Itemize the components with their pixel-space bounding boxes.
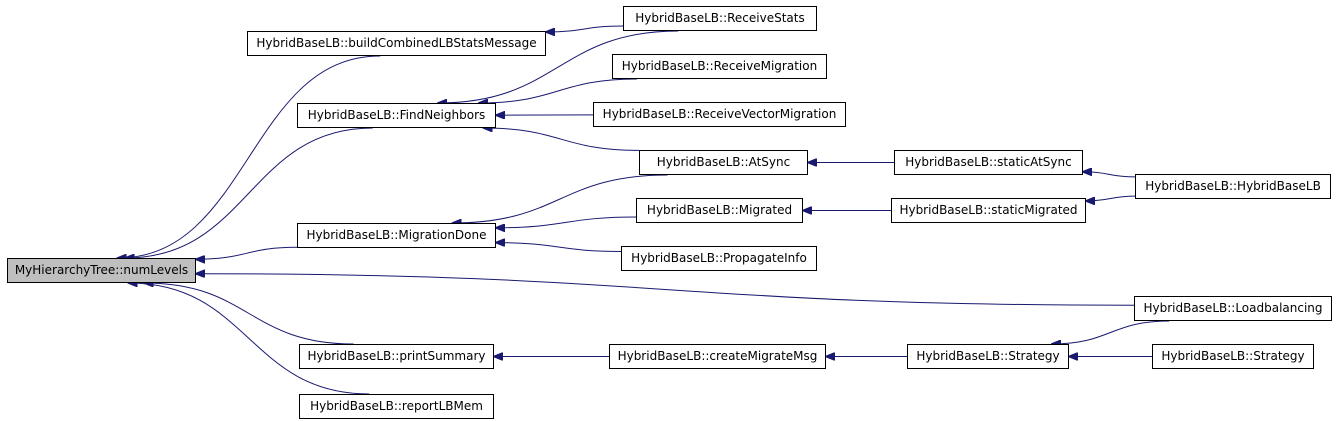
node-propagate-info[interactable]: HybridBaseLB::PropagateInfo — [621, 246, 817, 271]
edge-find_neighbors-to-root — [125, 127, 373, 258]
edge-receive_stats-to-build_combined — [546, 25, 624, 32]
edge-hybrid_base_lb-to-static_migrated — [1086, 195, 1136, 201]
node-create-migrate-msg[interactable]: HybridBaseLB::createMigrateMsg — [609, 344, 826, 369]
node-build-combined-lb-stats-message[interactable]: HybridBaseLB::buildCombinedLBStatsMessag… — [247, 31, 546, 56]
node-receive-migration[interactable]: HybridBaseLB::ReceiveMigration — [612, 54, 827, 79]
edge-loadbalancing-to-root — [196, 274, 1135, 306]
node-receive-stats[interactable]: HybridBaseLB::ReceiveStats — [623, 6, 817, 31]
edge-migrated-to-migration_done — [496, 216, 637, 228]
node-find-neighbors[interactable]: HybridBaseLB::FindNeighbors — [297, 103, 496, 128]
node-receive-vector-migration[interactable]: HybridBaseLB::ReceiveVectorMigration — [593, 102, 846, 127]
node-static-at-sync[interactable]: HybridBaseLB::staticAtSync — [894, 150, 1083, 175]
node-loadbalancing[interactable]: HybridBaseLB::Loadbalancing — [1134, 296, 1332, 321]
edge-receive_migration-to-find_neighbors — [479, 78, 638, 103]
edge-loadbalancing-to-strategy_mid — [1052, 320, 1170, 344]
edge-report_lbmem-to-root — [129, 283, 370, 395]
edge-at_sync-to-migration_done — [453, 174, 668, 223]
node-strategy-mid[interactable]: HybridBaseLB::Strategy — [907, 344, 1069, 369]
node-at-sync[interactable]: HybridBaseLB::AtSync — [639, 150, 808, 175]
edge-at_sync-to-find_neighbors — [484, 128, 640, 151]
edge-hybrid_base_lb-to-static_at_sync — [1083, 172, 1136, 178]
edge-migration_done-to-root — [196, 246, 298, 259]
edge-print_summary-to-root — [144, 283, 354, 345]
node-migration-done[interactable]: HybridBaseLB::MigrationDone — [297, 223, 496, 248]
node-report-lbmem[interactable]: HybridBaseLB::reportLBMem — [299, 394, 494, 419]
node-print-summary[interactable]: HybridBaseLB::printSummary — [299, 344, 494, 369]
node-static-migrated[interactable]: HybridBaseLB::staticMigrated — [891, 198, 1086, 223]
node-migrated[interactable]: HybridBaseLB::Migrated — [636, 198, 803, 223]
node-numlevels: MyHierarchyTree::numLevels — [7, 258, 196, 283]
node-strategy-right[interactable]: HybridBaseLB::Strategy — [1152, 344, 1314, 369]
node-hybrid-base-lb[interactable]: HybridBaseLB::HybridBaseLB — [1135, 174, 1331, 199]
edge-propagate_info-to-migration_done — [496, 243, 622, 252]
edge-build_combined-to-root — [118, 55, 381, 258]
